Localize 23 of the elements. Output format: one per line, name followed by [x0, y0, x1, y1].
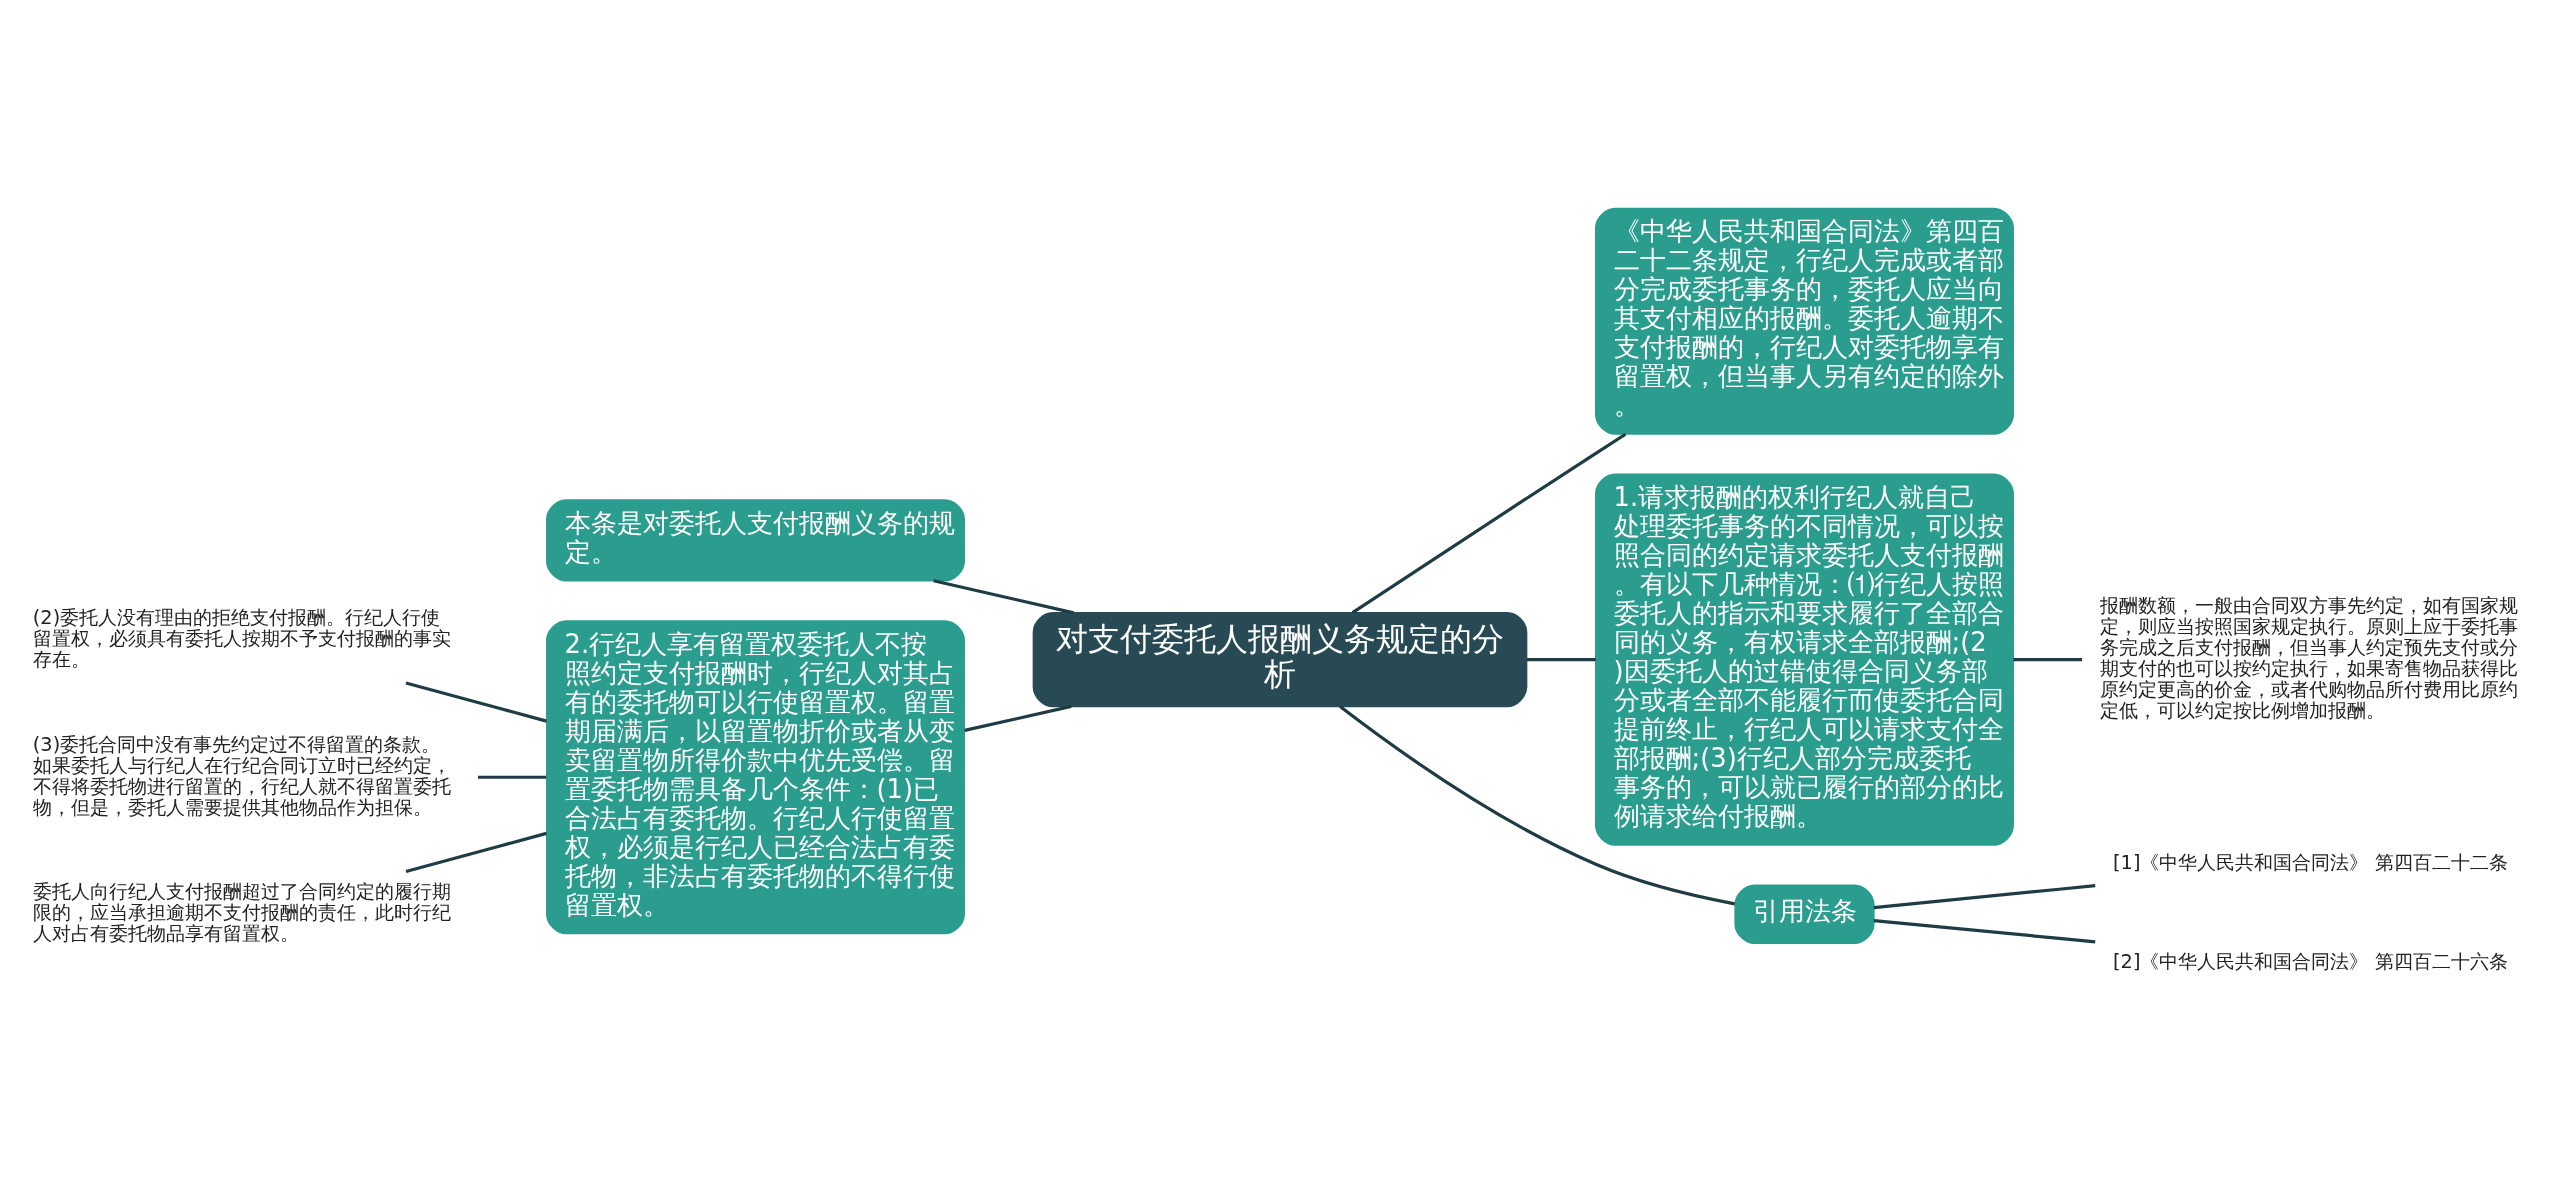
node-box: 对支付委托人报酬义务规定的分析	[1032, 611, 1528, 707]
connector	[405, 831, 547, 873]
connector	[405, 681, 547, 723]
connector	[1873, 918, 2096, 943]
node-text: 报酬数额，一般由合同双方事先约定，如有国家规定，则应当按照国家规定执行。原则上应于委托事务完成之后支付报酬，但当事人约定预先支付或分期支付的也可以按约定执行，如果寄售物品获得比原约定更高的价金，或者代购物品所付费用比原约定低，可以约定按比例增加报酬。	[2100, 593, 2519, 722]
connector	[2013, 657, 2083, 661]
node-box: 《中华人民共和国合同法》第四百二十二条规定，行纪人完成或者部分完成委托事务的，委托人应当向其支付相应的报酬。委托人逾期不支付报酬的，行纪人对委托物享有留置权，但当事人另有约定的除外。	[1595, 207, 2014, 435]
connector	[1527, 657, 1596, 661]
node-text: [2]《中华人民共和国合同法》 第四百二十六条	[2113, 949, 2508, 973]
connector	[477, 775, 547, 779]
node-text: (2)委托人没有理由的拒绝支付报酬。行纪人行使留置权，必须具有委托人按期不予支付报酬的事实存在。	[32, 605, 451, 671]
node-box: 1.请求报酬的权利行纪人就自己处理委托事务的不同情况，可以按照合同的约定请求委托人支付报酬。有以下几种情况：⑴行纪人按照委托人的指示和要求履行了全部合同的义务，有权请求全部报酬;(2)因委托人的过错使得合同义务部分或者全部不能履行而使委托合同提前终止，行纪人可以请求支付全部报酬;(3)行纪人部分完成委托事务的，可以就已履行的部分的比例请求给付报酬。	[1595, 473, 2014, 846]
connector	[933, 578, 1075, 614]
connector	[1351, 432, 1627, 614]
node-box: 本条是对委托人支付报酬义务的规定。	[546, 498, 965, 581]
node-text: 委托人向行纪人支付报酬超过了合同约定的履行期限的，应当承担逾期不支付报酬的责任，此时行纪人对占有委托物品享有留置权。	[32, 879, 451, 945]
node-box: 2.行纪人享有留置权委托人不按照约定支付报酬时，行纪人对其占有的委托物可以行使留置权。留置期届满后，以留置物折价或者从变卖留置物所得价款中优先受偿。留置委托物需具备几个条件：(1)已合法占有委托物。行纪人行使留置权，必须是行纪人已经合法占有委托物，非法占有委托物的不得行使留置权。	[546, 619, 965, 934]
connector	[1339, 704, 1736, 905]
connector	[964, 704, 1072, 732]
node-text: [1]《中华人民共和国合同法》 第四百二十二条	[2113, 850, 2508, 874]
node-text: (3)委托合同中没有事先约定过不得留置的条款。如果委托人与行纪人在行纪合同订立时已经约定，不得将委托物进行留置的，行纪人就不得留置委托物，但是，委托人需要提供其他物品作为担保。	[32, 732, 451, 819]
node-box: 引用法条	[1734, 883, 1875, 944]
connector	[1873, 883, 2096, 909]
